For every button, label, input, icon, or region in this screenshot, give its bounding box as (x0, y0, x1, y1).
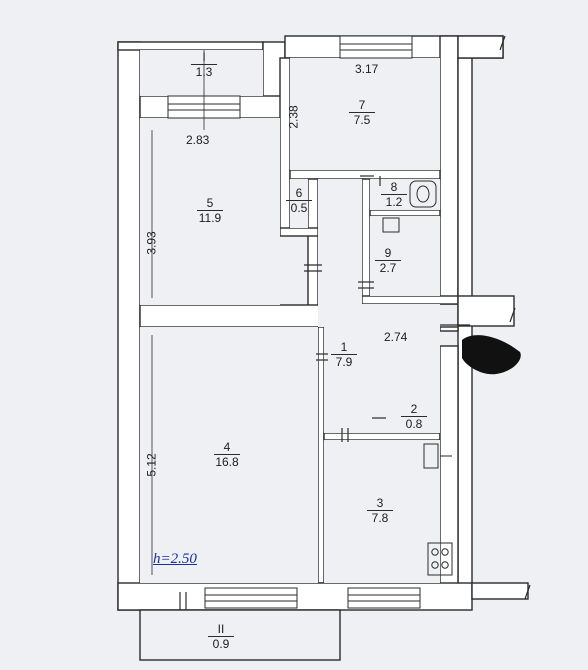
room-number: 2 (410, 402, 418, 416)
label-divider (381, 194, 407, 195)
closet-six-bottom-wall (279, 227, 319, 237)
label-divider (367, 510, 393, 511)
window-room-three (347, 587, 421, 609)
floor-room-seven (290, 58, 440, 170)
toilet-fixture (409, 180, 437, 208)
ceiling-height-note: h=2.50 (153, 551, 197, 567)
label-divider (375, 260, 401, 261)
dimension-2-74: 2.74 (384, 330, 408, 344)
label-divider (197, 210, 223, 211)
dimension-5-12: 5.12 (144, 453, 159, 477)
room-label-balcony-one: I 1.3 (182, 50, 226, 79)
floor-room-six (290, 179, 308, 228)
room-label-five: 5 11.9 (188, 196, 232, 225)
room-number: 4 (223, 440, 231, 454)
room-label-four: 4 16.8 (205, 440, 249, 469)
floor-room-two (382, 401, 440, 433)
room-area: 0.9 (212, 637, 230, 651)
label-divider (331, 354, 357, 355)
room-number: I (202, 50, 206, 64)
outer-wall-left (117, 41, 141, 611)
label-divider (208, 636, 234, 637)
outer-wall-right-stub (457, 295, 515, 327)
wall-under-room9 (361, 295, 459, 305)
outer-wall-bottom-right (471, 582, 529, 600)
room-label-one: 1 7.9 (322, 340, 366, 369)
sink-fixture (382, 217, 400, 233)
room-label-two: 2 0.8 (392, 402, 436, 431)
room-number: 6 (295, 186, 303, 200)
room-number: 9 (384, 246, 392, 260)
wall-under-room7 (289, 169, 441, 180)
floor-room-three (324, 440, 440, 583)
room-area: 0.8 (405, 417, 423, 431)
room-area: 1.2 (385, 195, 403, 209)
room-number: II (217, 622, 225, 636)
outer-wall-right-upper (439, 35, 459, 305)
door-marks (179, 35, 531, 610)
room-area: 16.8 (215, 455, 239, 469)
room-number: 5 (206, 196, 214, 210)
floor-room-five (140, 118, 280, 305)
marker-blot (462, 335, 521, 375)
room-area: 2.7 (379, 261, 397, 275)
toilet-bowl (416, 185, 430, 203)
room-label-eight: 8 1.2 (372, 180, 416, 209)
floor-room-nine (370, 216, 440, 296)
label-divider (286, 200, 312, 201)
outer-wall-right (457, 57, 473, 599)
room-area: 7.9 (335, 355, 353, 369)
room-number: 7 (358, 98, 366, 112)
label-divider (214, 454, 240, 455)
dimension-2-38: 2.38 (286, 105, 301, 129)
room-number: 1 (340, 340, 348, 354)
room-label-nine: 9 2.7 (366, 246, 410, 275)
wall-room5-room4 (139, 304, 323, 328)
window-room-four (204, 587, 298, 609)
room-area: 0.5 (290, 201, 308, 215)
dimension-2-83: 2.83 (186, 133, 210, 147)
room-area: 7.8 (371, 511, 389, 525)
floor-balcony-one (140, 50, 263, 96)
room-number: 3 (376, 496, 384, 510)
room-area: 11.9 (198, 211, 222, 225)
window-room-seven (339, 35, 413, 59)
wall-corridor-bath (361, 178, 371, 304)
kitchen-sink-fixture (423, 443, 439, 469)
floor-room-four (140, 327, 318, 583)
dimension-3-93: 3.93 (144, 231, 159, 255)
room-label-seven: 7 7.5 (340, 98, 384, 127)
balcony-two (139, 609, 341, 661)
label-divider (401, 416, 427, 417)
outer-wall-top-left (117, 41, 264, 51)
wall-room8-room9 (369, 209, 441, 217)
outer-wall-top-stub (457, 35, 504, 59)
floor-corridor-upper (318, 179, 362, 327)
label-divider (191, 64, 217, 65)
stove-fixture (427, 542, 453, 576)
wall-segment-right (439, 326, 459, 332)
room-number: 8 (390, 180, 398, 194)
room-label-six: 6 0.5 (277, 186, 321, 215)
room-label-balcony-two: II 0.9 (199, 622, 243, 651)
dimension-3-17: 3.17 (355, 62, 379, 76)
wall-kitchen-right (439, 345, 459, 595)
room-area: 1.3 (195, 65, 213, 79)
dimension-lines (151, 50, 205, 575)
room-area: 7.5 (353, 113, 371, 127)
room-label-three: 3 7.8 (358, 496, 402, 525)
fixtures (382, 180, 453, 576)
label-divider (349, 112, 375, 113)
